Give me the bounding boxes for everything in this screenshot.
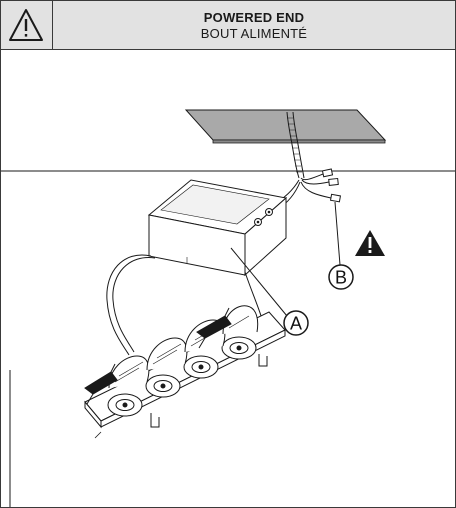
supply-cable [286, 111, 305, 179]
warning-triangle-solid-icon [355, 230, 385, 256]
spring-clips [84, 307, 232, 405]
callout-a: A [283, 310, 309, 336]
callout-b-leader [334, 201, 341, 266]
page-title: POWERED END [203, 10, 305, 25]
callout-a-leader [230, 247, 288, 317]
lamp-modules [107, 336, 257, 417]
callout-b-label: B [335, 268, 347, 288]
driver-box [147, 179, 288, 277]
callout-a-label: A [290, 314, 302, 334]
header-warning-cell [1, 1, 53, 49]
ceiling-panel-edge [212, 139, 386, 144]
ceiling-panel [184, 109, 387, 141]
installation-illustration: A B [1, 109, 455, 507]
header-title-block: POWERED END BOUT ALIMENTÉ [53, 1, 455, 49]
page-subtitle: BOUT ALIMENTÉ [200, 26, 308, 41]
wire-connectors [321, 168, 342, 203]
panel-header: POWERED END BOUT ALIMENTÉ [1, 1, 455, 50]
warning-triangle-outline-icon [9, 9, 43, 41]
callout-b: B [328, 264, 354, 290]
